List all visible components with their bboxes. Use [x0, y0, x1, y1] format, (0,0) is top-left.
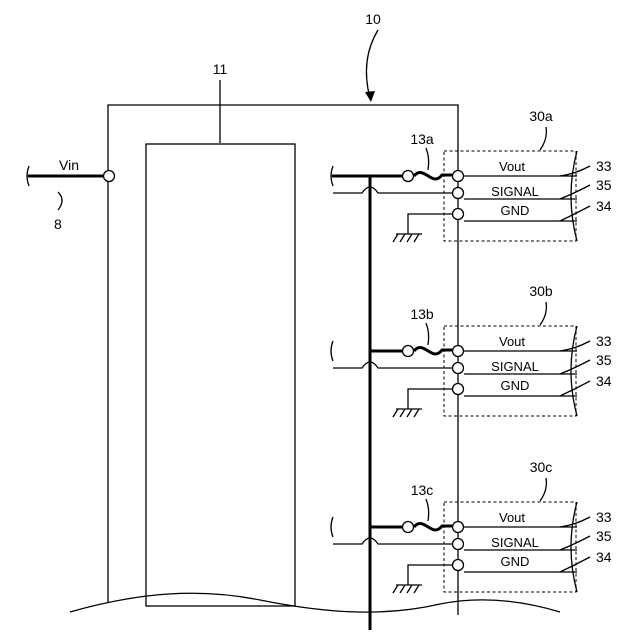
pin-leader-c-0: [560, 517, 590, 527]
ground-hatch-b-0: [393, 409, 398, 417]
pin-number-a-2: 34: [596, 198, 612, 214]
pin-leader-a-2: [560, 206, 590, 221]
pin-label-vout-a: Vout: [499, 159, 525, 174]
signal-terminal-b: [453, 363, 464, 374]
input-terminal: [104, 171, 115, 182]
connector-group-c: VoutSIGNAL GND 33 35 34 13c 30c: [331, 459, 612, 593]
ground-hatch-a-1: [400, 234, 405, 242]
module-leader-a: [540, 127, 546, 150]
vout-terminal-a: [453, 171, 464, 182]
pin-number-b-1: 35: [596, 352, 612, 368]
module-leader-c: [540, 478, 546, 501]
pin-number-c-0: 33: [596, 509, 612, 525]
fuse-terminal-b: [403, 346, 414, 357]
fuse-ref-a: 13a: [410, 131, 434, 147]
ground-hatch-a-3: [414, 234, 419, 242]
pin-label-gnd-c: GND: [501, 554, 530, 569]
break-mark-c: [331, 517, 333, 537]
signal-terminal-c: [453, 539, 464, 550]
module-ref-b: 30b: [529, 283, 553, 299]
signal-line-b: [333, 362, 452, 368]
pin-leader-a-1: [560, 185, 590, 199]
pin-leader-b-0: [560, 341, 590, 351]
fuse-terminal-a: [403, 171, 414, 182]
pin-leader-c-1: [560, 536, 590, 550]
ground-hatch-a-0: [393, 234, 398, 242]
vout-terminal-c: [453, 522, 464, 533]
bottom-break-line: [70, 593, 560, 612]
connector-group-b: VoutSIGNAL GND 33 35 34 13b 30b: [331, 283, 612, 417]
fuse-leader-c: [426, 499, 429, 521]
ground-hatch-b-3: [414, 409, 419, 417]
fuse-ref-c: 13c: [411, 482, 434, 498]
input-label: Vin: [59, 157, 79, 173]
pin-label-signal-a: SIGNAL: [491, 184, 539, 199]
block-ref: 11: [213, 61, 228, 77]
pin-number-b-2: 34: [596, 373, 612, 389]
fuse-ref-b: 13b: [410, 306, 434, 322]
input-line-ref: 8: [54, 216, 62, 232]
fuse-leader-a: [426, 148, 429, 170]
pin-number-b-0: 33: [596, 333, 612, 349]
gnd-terminal-b: [453, 384, 464, 395]
signal-terminal-a: [453, 188, 464, 199]
device-leader-arrow: [365, 91, 375, 102]
ground-hatch-a-2: [407, 234, 412, 242]
pin-leader-b-2: [560, 381, 590, 396]
pin-number-a-0: 33: [596, 158, 612, 174]
module-ref-a: 30a: [529, 108, 553, 124]
ground-hatch-c-2: [407, 585, 412, 593]
module-leader-b: [540, 302, 546, 325]
signal-line-c: [333, 538, 452, 544]
ground-hatch-c-3: [414, 585, 419, 593]
gnd-line-a: [408, 214, 452, 234]
gnd-terminal-a: [453, 209, 464, 220]
pin-label-signal-c: SIGNAL: [491, 535, 539, 550]
ground-hatch-c-0: [393, 585, 398, 593]
signal-line-a: [333, 187, 452, 193]
ground-hatch-b-2: [407, 409, 412, 417]
gnd-line-c: [408, 565, 452, 585]
vout-terminal-b: [453, 346, 464, 357]
pin-label-gnd-a: GND: [501, 203, 530, 218]
ground-hatch-b-1: [400, 409, 405, 417]
fuse-terminal-c: [403, 522, 414, 533]
break-mark-b: [331, 341, 333, 361]
device-ref: 10: [365, 11, 381, 27]
pin-leader-c-2: [560, 557, 590, 572]
internal-block: [146, 144, 295, 606]
module-ref-c: 30c: [530, 459, 553, 475]
connector-group-a: VoutSIGNAL GND 33 35 34 13a 30a: [331, 108, 612, 242]
pin-leader-b-1: [560, 360, 590, 374]
gnd-terminal-c: [453, 560, 464, 571]
ground-hatch-c-1: [400, 585, 405, 593]
pin-label-gnd-b: GND: [501, 378, 530, 393]
fuse-b: [414, 348, 452, 354]
device-leader: [366, 30, 378, 98]
pin-leader-a-0: [560, 166, 590, 176]
pin-number-c-2: 34: [596, 549, 612, 565]
pin-label-vout-c: Vout: [499, 510, 525, 525]
fuse-a: [414, 173, 452, 179]
pin-label-signal-b: SIGNAL: [491, 359, 539, 374]
pin-number-c-1: 35: [596, 528, 612, 544]
pin-number-a-1: 35: [596, 177, 612, 193]
gnd-line-b: [408, 389, 452, 409]
fuse-c: [414, 524, 452, 530]
pin-label-vout-b: Vout: [499, 334, 525, 349]
fuse-leader-b: [426, 323, 429, 345]
